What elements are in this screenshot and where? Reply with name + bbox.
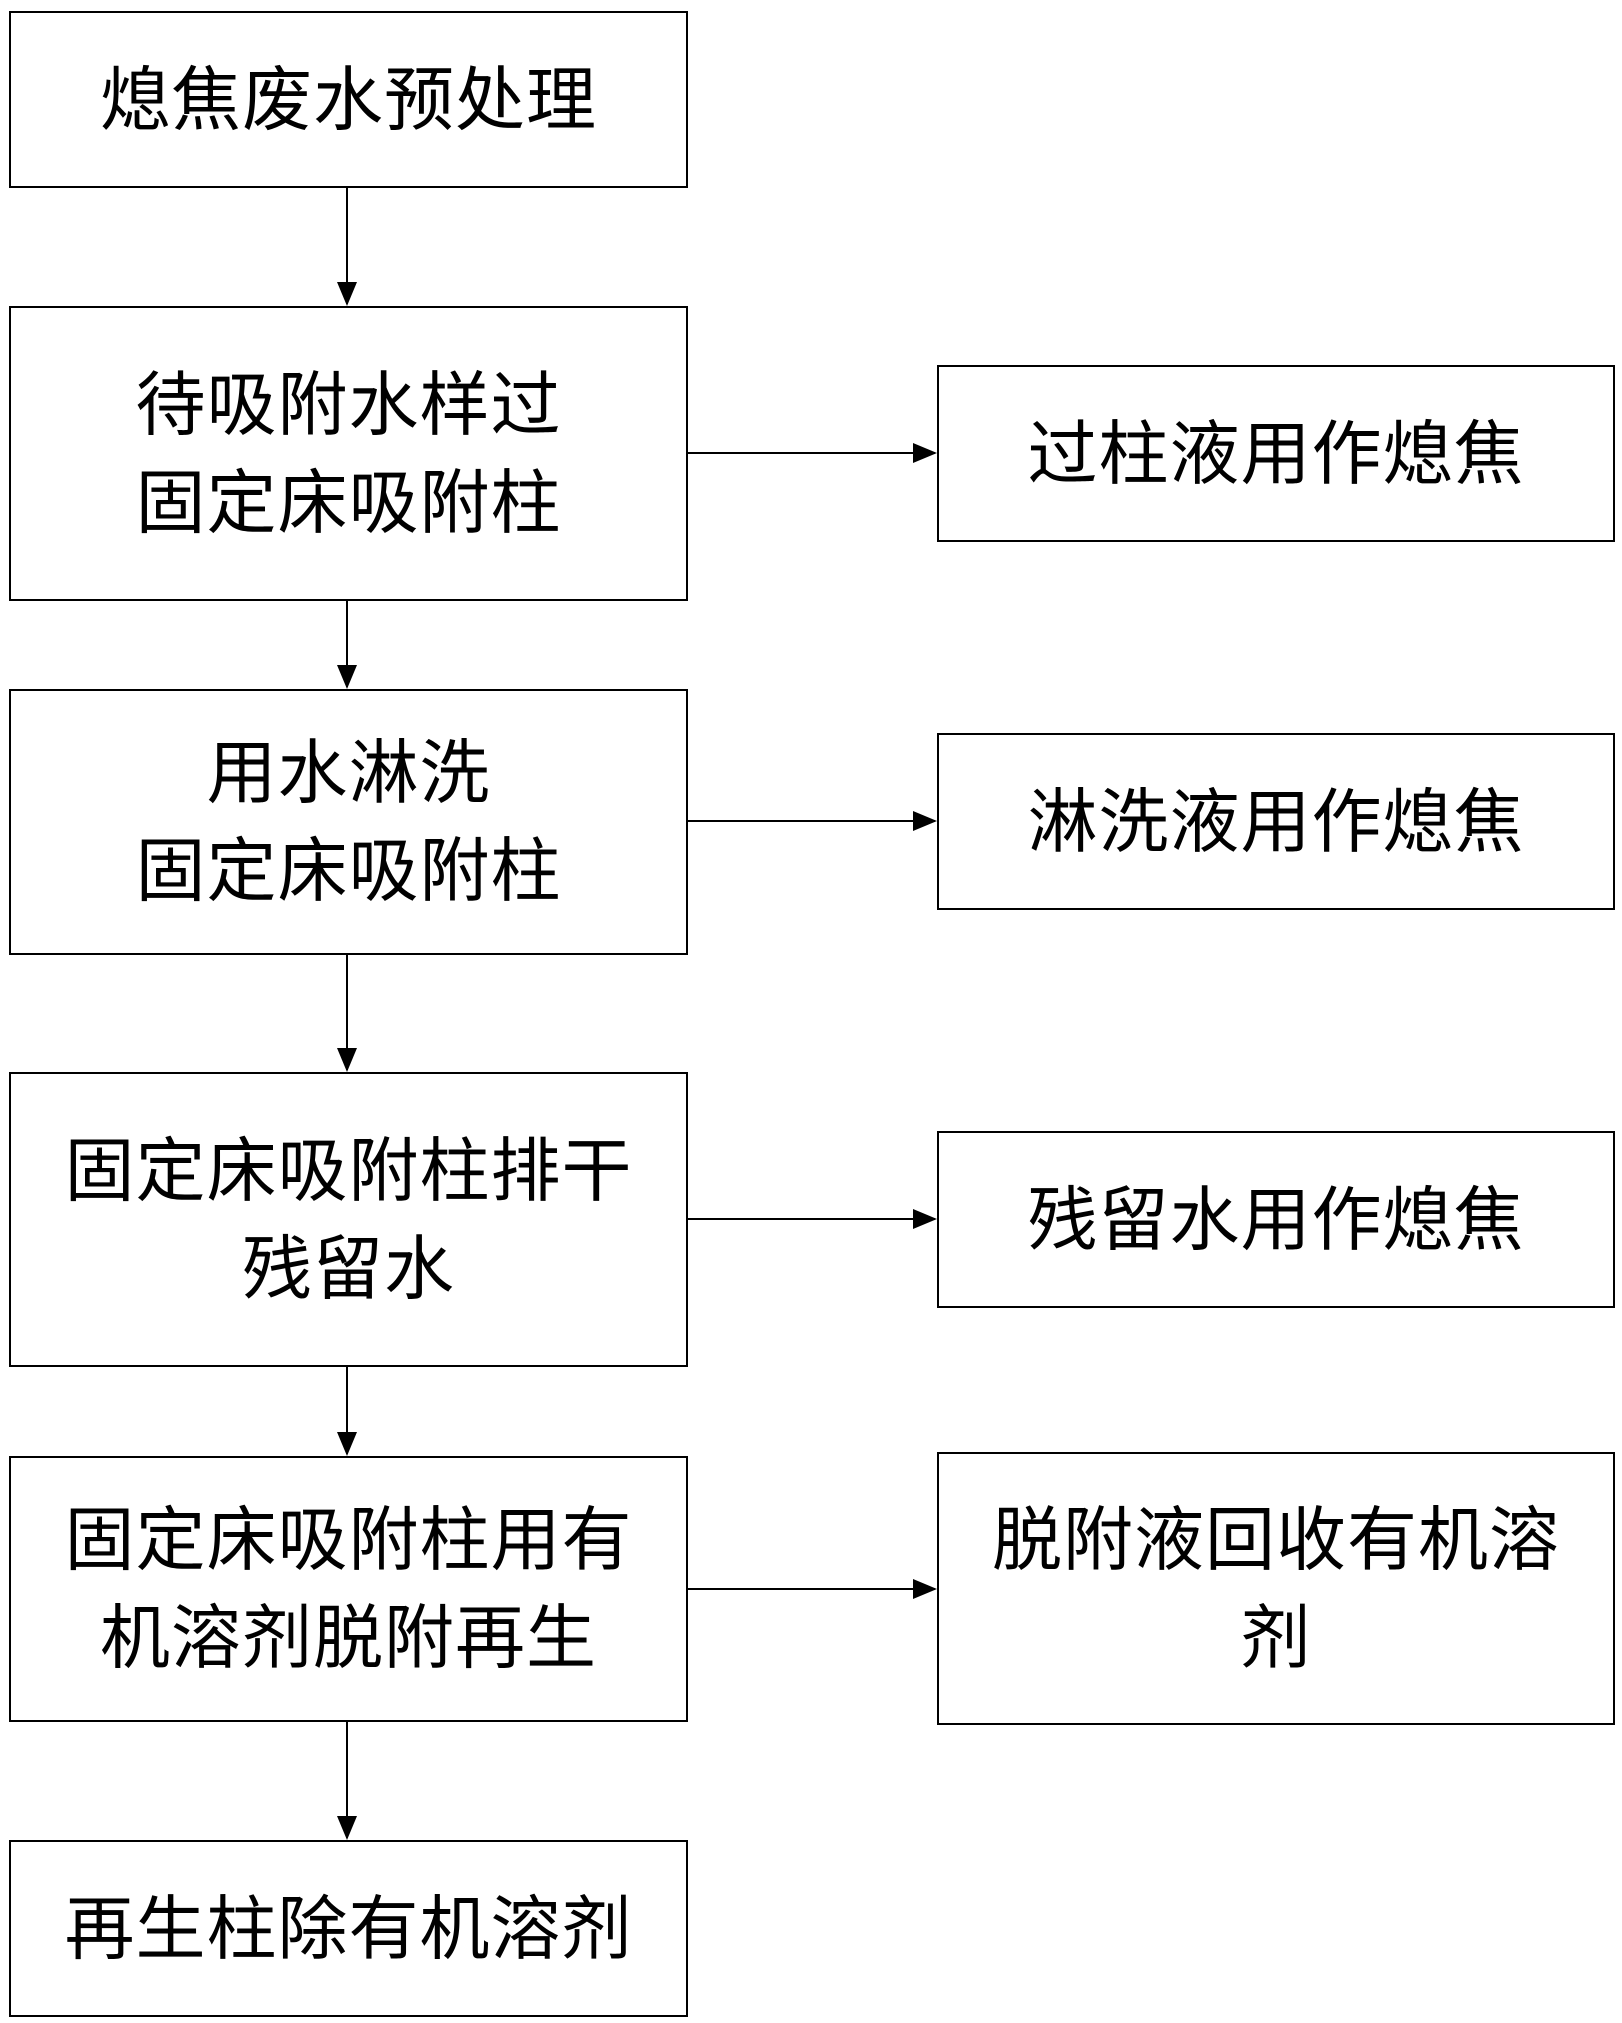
process-step-adsorption: 待吸附水样过 固定床吸附柱: [9, 306, 688, 601]
arrowhead-step2-to-out1: [913, 443, 937, 463]
arrowhead-step4-to-step5: [337, 1432, 357, 1456]
output-column-effluent: 过柱液用作熄焦: [937, 365, 1615, 542]
step-label: 固定床吸附柱排干 残留水: [65, 1122, 633, 1318]
output-label-line: 脱附液回收有机溶: [992, 1498, 1560, 1581]
output-desorption-liquid: 脱附液回收有机溶 剂: [937, 1452, 1615, 1725]
output-label: 脱附液回收有机溶 剂: [992, 1491, 1560, 1687]
process-step-pretreatment: 熄焦废水预处理: [9, 11, 688, 188]
step-label: 用水淋洗 固定床吸附柱: [136, 724, 562, 920]
process-step-regeneration: 固定床吸附柱用有 机溶剂脱附再生: [9, 1456, 688, 1722]
step-label-line: 残留水: [242, 1227, 455, 1310]
output-rinse-liquid: 淋洗液用作熄焦: [937, 733, 1615, 910]
process-step-drain: 固定床吸附柱排干 残留水: [9, 1072, 688, 1367]
process-step-rinse: 用水淋洗 固定床吸附柱: [9, 689, 688, 955]
output-label-line: 过柱液用作熄焦: [1027, 412, 1525, 495]
step-label: 固定床吸附柱用有 机溶剂脱附再生: [65, 1491, 633, 1687]
arrowhead-step4-to-out3: [913, 1209, 937, 1229]
output-label: 过柱液用作熄焦: [1028, 405, 1525, 503]
step-label-line: 固定床吸附柱: [135, 830, 562, 912]
output-label-line: 淋洗液用作熄焦: [1027, 780, 1525, 863]
output-residual-water: 残留水用作熄焦: [937, 1131, 1615, 1308]
step-label-line: 用水淋洗: [206, 732, 491, 814]
arrowhead-step5-to-out4: [913, 1579, 937, 1599]
output-label: 残留水用作熄焦: [1028, 1171, 1525, 1269]
step-label-line: 固定床吸附柱排干: [64, 1129, 633, 1212]
step-label-line: 熄焦废水预处理: [100, 58, 597, 141]
step-label: 再生柱除有机溶剂: [65, 1880, 633, 1978]
step-label-line: 待吸附水样过: [135, 363, 562, 446]
step-label-line: 固定床吸附柱: [135, 461, 562, 544]
arrowhead-step2-to-step3: [337, 665, 357, 689]
output-label-line: 残留水用作熄焦: [1027, 1178, 1525, 1261]
arrowhead-step3-to-step4: [337, 1048, 357, 1072]
step-label-line: 机溶剂脱附再生: [100, 1597, 597, 1679]
arrowhead-step3-to-out2: [913, 811, 937, 831]
step-label: 熄焦废水预处理: [100, 51, 597, 149]
step-label: 待吸附水样过 固定床吸附柱: [136, 356, 562, 552]
process-step-solvent-removal: 再生柱除有机溶剂: [9, 1840, 688, 2017]
arrowhead-step5-to-step6: [337, 1816, 357, 1840]
arrowhead-step1-to-step2: [337, 282, 357, 306]
step-label-line: 固定床吸附柱用有: [64, 1499, 633, 1581]
output-label: 淋洗液用作熄焦: [1028, 773, 1525, 871]
step-label-line: 再生柱除有机溶剂: [64, 1887, 633, 1970]
output-label-line: 剂: [1240, 1596, 1312, 1679]
